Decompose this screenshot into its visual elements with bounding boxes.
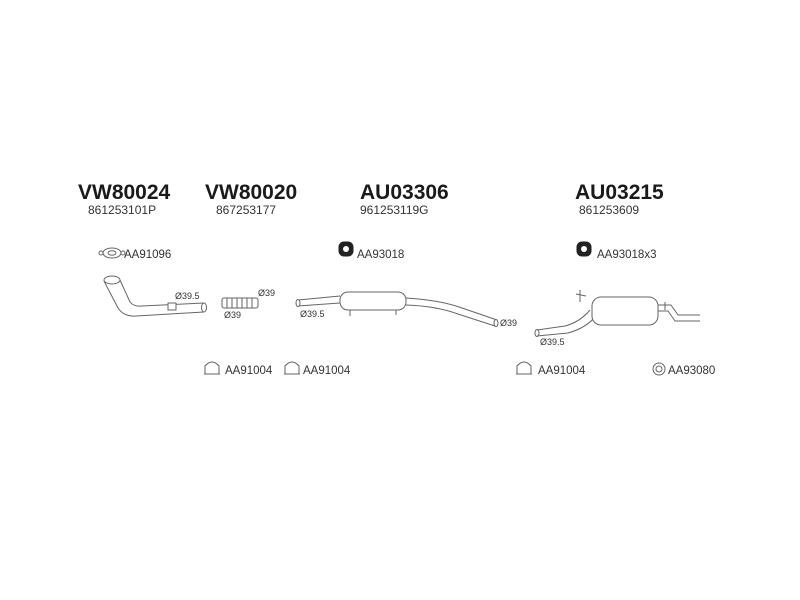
assembly-ref-front-pipe: 861253101P [88,203,156,217]
assembly-ref-middle-silencer: 961253119G [360,203,429,217]
part-number-clamp-1: AA91004 [225,365,273,377]
part-number-hanger-rear: AA93018x3 [597,249,656,261]
sealing-ring-icon [652,362,666,376]
dimension-flex-inlet: Ø39 [258,288,275,298]
assembly-ref-rear-silencer: 861253609 [579,203,639,217]
clamp-icon [204,361,220,375]
clamp-icon [516,361,532,375]
gasket-icon [98,247,126,259]
flex-pipe-drawing [221,297,259,309]
middle-silencer-drawing [295,291,499,327]
clamp-icon [284,361,300,375]
rubber-hanger-icon [576,241,592,257]
assembly-code-middle-silencer: AU03306 [360,181,449,204]
part-number-hanger-middle: AA93018 [357,249,404,261]
rear-silencer-drawing [534,290,700,337]
part-number-sealing-ring: AA93080 [668,365,715,377]
dimension-middle-inlet: Ø39.5 [300,309,325,319]
dimension-front-pipe-outlet: Ø39.5 [175,291,200,301]
dimension-flex-outlet: Ø39 [224,310,241,320]
dimension-rear-inlet: Ø39.5 [540,337,565,347]
part-number-clamp-2: AA91004 [303,365,351,377]
assembly-code-front-pipe: VW80024 [78,181,171,204]
assembly-code-rear-silencer: AU03215 [575,181,664,204]
part-number-clamp-3: AA91004 [538,365,586,377]
assembly-code-flex-pipe: VW80020 [205,181,297,204]
dimension-middle-outlet: Ø39 [500,318,517,328]
front-pipe-drawing [103,275,207,317]
rubber-hanger-icon [338,241,354,257]
assembly-ref-flex-pipe: 867253177 [216,203,276,217]
part-number-gasket: AA91096 [124,249,171,261]
